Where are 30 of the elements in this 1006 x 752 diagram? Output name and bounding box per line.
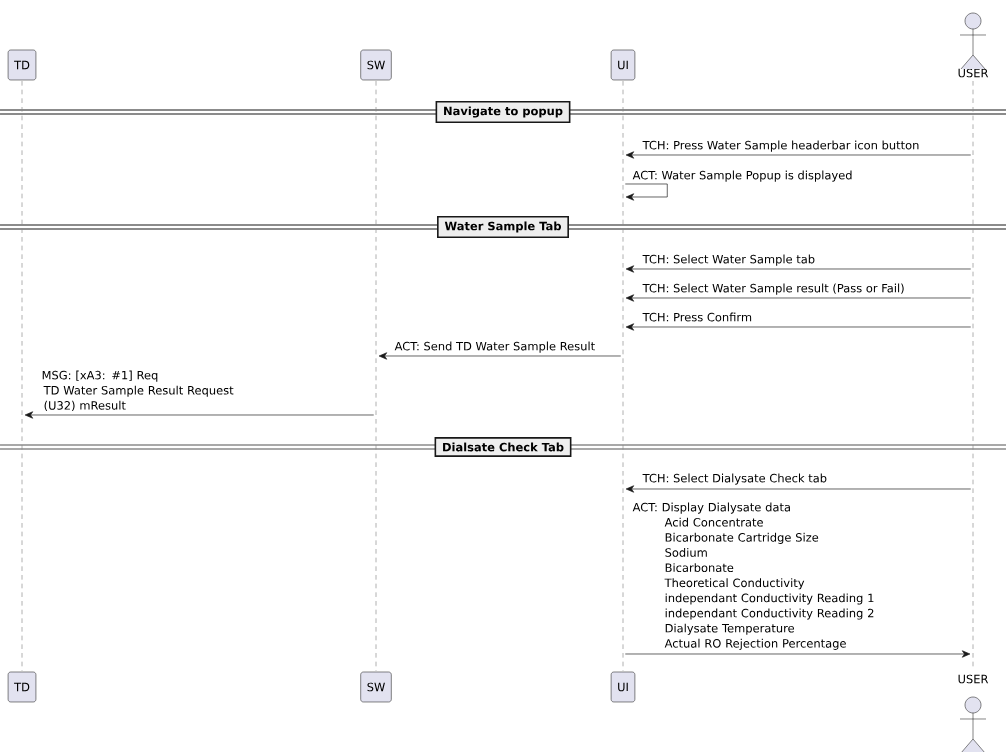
edge-label: MSG: [xA3: #1] Req TD Water Sample Result Request (U32) mResult (42, 370, 234, 412)
actor-label: USER (958, 68, 989, 78)
arrow (625, 151, 972, 159)
edge-label: ACT: Send TD Water Sample Result (394, 341, 595, 353)
participant-box: UI (610, 49, 636, 81)
arrow (24, 411, 375, 419)
edge-label: TCH: Press Water Sample headerbar icon button (642, 140, 919, 152)
edge-label: TCH: Select Dialysate Check tab (642, 473, 827, 485)
participant-box: TD (7, 49, 37, 81)
edge-label: ACT: Display Dialysate data Acid Concentrate Bicarbonate Cartridge Size Sodium Bicarbonate Theoretical Conductivity independant Conductivity Reading 1 independant Conductivity Reading 2 Dialysate Temperature Actual RO Rejection Percentage (632, 502, 874, 650)
participant-box: TD (7, 671, 37, 703)
arrow (624, 650, 971, 658)
lifeline (622, 80, 624, 672)
arrow (378, 352, 622, 360)
arrow (625, 265, 972, 273)
lifeline (21, 80, 23, 672)
edge-label: TCH: Select Water Sample tab (642, 254, 815, 266)
participant-box: SW (360, 49, 392, 81)
lifeline (972, 80, 974, 670)
arrow (625, 323, 972, 331)
edge-label: TCH: Select Water Sample result (Pass or Fail) (642, 283, 904, 295)
actor-label: USER (958, 674, 989, 684)
lifeline (375, 80, 377, 672)
participant-box: UI (610, 671, 636, 703)
edge-label: ACT: Water Sample Popup is displayed (632, 170, 852, 182)
edge-label: TCH: Press Confirm (642, 312, 752, 322)
arrow (625, 294, 972, 302)
arrow (625, 485, 972, 493)
participant-box: SW (360, 671, 392, 703)
arrow (624, 183, 668, 201)
